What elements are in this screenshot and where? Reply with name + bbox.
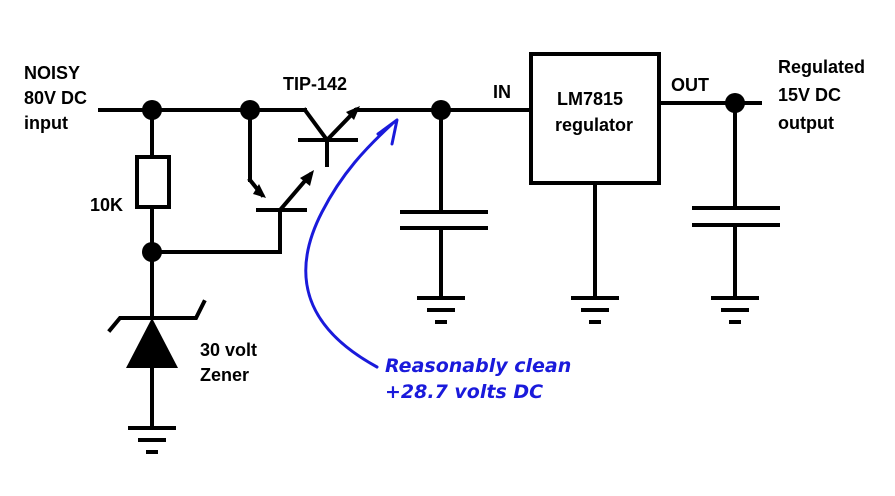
- annotation-line2: +28.7 volts DC: [385, 381, 543, 403]
- ground-symbol-zener: [128, 426, 176, 454]
- zener-label-line1: 30 volt: [200, 340, 257, 360]
- ground-symbol-regulator: [571, 296, 619, 324]
- zener-diode-triangle: [126, 318, 178, 368]
- junction-dot: [142, 242, 162, 262]
- output-label-line3: output: [778, 113, 834, 133]
- annotation-line1: Reasonably clean: [385, 355, 571, 377]
- junction-dot: [142, 100, 162, 120]
- outer-emitter-arrow: [346, 106, 360, 120]
- outer-collector: [302, 107, 330, 143]
- out-pin-label: OUT: [671, 75, 709, 95]
- inner-emitter-arrow: [253, 184, 266, 198]
- input-label-line1: NOISY: [24, 63, 80, 83]
- zener-label-line2: Zener: [200, 365, 249, 385]
- junction-dot: [431, 100, 451, 120]
- ground-symbol-input-cap: [417, 296, 465, 324]
- input-label-line2: 80V DC: [24, 88, 87, 108]
- junction-dot: [240, 100, 260, 120]
- in-pin-label: IN: [493, 82, 511, 102]
- ground-symbol-output-cap: [711, 296, 759, 324]
- junction-dot: [725, 93, 745, 113]
- output-label-line2: 15V DC: [778, 85, 841, 105]
- annotation-arrowhead: [376, 118, 399, 146]
- output-label-line1: Regulated: [778, 57, 865, 77]
- input-label-line3: input: [24, 113, 68, 133]
- regulator-label-line1: LM7815: [557, 89, 623, 109]
- transistor-label: TIP-142: [283, 74, 347, 94]
- resistor-10k: [135, 155, 171, 209]
- annotation-arrow-curve: [304, 122, 394, 369]
- inner-collector-arrow: [300, 170, 314, 186]
- resistor-label: 10K: [90, 195, 123, 215]
- regulator-label-line2: regulator: [555, 115, 633, 135]
- zener-cathode-bar: [107, 299, 207, 333]
